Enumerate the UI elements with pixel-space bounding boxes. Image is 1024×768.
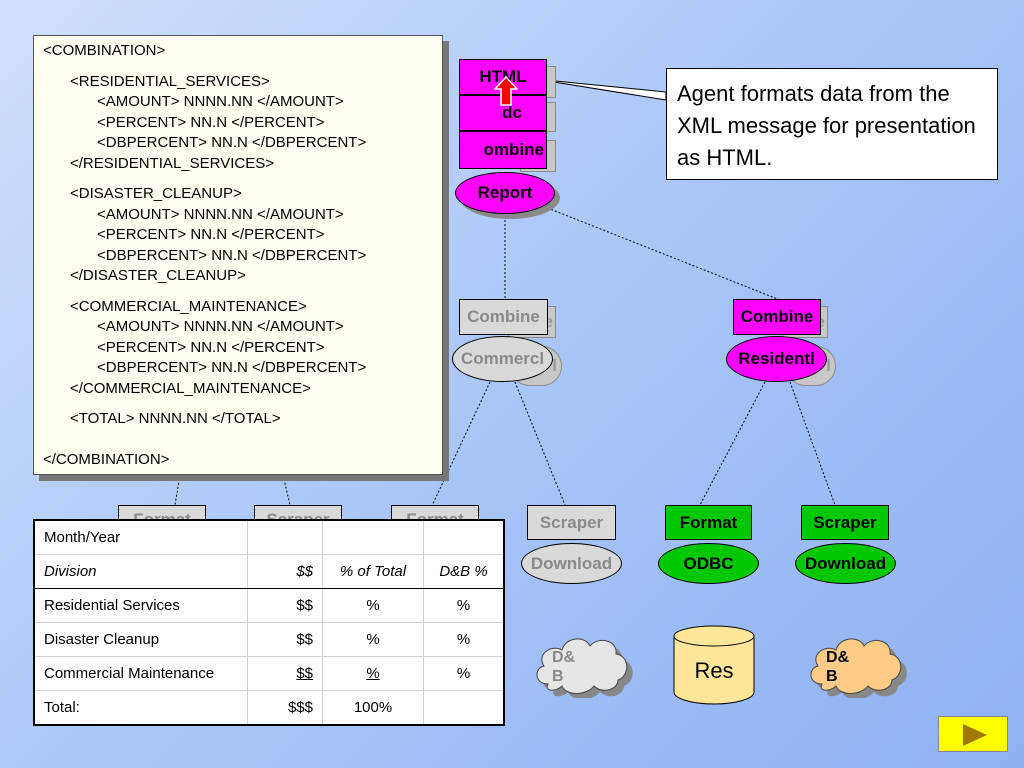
table-cell: 100% <box>322 690 424 726</box>
residential-format-box[interactable]: Format <box>665 505 752 540</box>
commercial-combine-label: Combine <box>467 307 540 326</box>
table-cell: % <box>423 588 505 623</box>
xml-line: <PERCENT> NN.N </PERCENT> <box>97 113 325 131</box>
dc-label: dc <box>502 103 522 122</box>
column-header: $$ <box>247 554 323 589</box>
xml-message-panel: <COMBINATION> <RESIDENTIAL_SERVICES> <AM… <box>33 35 443 475</box>
xml-line: <RESIDENTIAL_SERVICES> <box>70 72 270 90</box>
table-cell: Residential Services <box>33 588 248 623</box>
commercial-scraper-box[interactable]: Scraper <box>527 505 616 540</box>
table-cell: $$ <box>247 622 323 657</box>
table-cell: $$ <box>247 588 323 623</box>
column-header: D&B % <box>423 554 505 589</box>
table-cell <box>423 690 505 726</box>
report-label: Report <box>477 183 533 202</box>
xml-line: <TOTAL> NNNN.NN </TOTAL> <box>70 410 281 427</box>
xml-line: </RESIDENTIAL_SERVICES> <box>70 154 274 172</box>
xml-line: <PERCENT> NN.N </PERCENT> <box>97 226 325 243</box>
table-cell: Commercial Maintenance <box>33 656 248 691</box>
residential-download-ellipse[interactable]: Download <box>795 543 896 584</box>
residential-scraper-box[interactable]: Scraper <box>801 505 889 540</box>
xml-line: </COMBINATION> <box>43 450 170 468</box>
residential-combine-box[interactable]: Combine <box>733 299 821 335</box>
xml-line: <DBPERCENT> NN.N </DBPERCENT> <box>97 246 367 264</box>
xml-line: <COMBINATION> <box>43 42 166 59</box>
up-arrow-icon <box>494 76 518 106</box>
xml-line: <DISASTER_CLEANUP> <box>70 185 242 202</box>
month-year-cell: Month/Year <box>33 519 248 555</box>
column-header: Division <box>33 554 248 589</box>
table-row: Month/Year <box>33 519 505 555</box>
res-database-cylinder <box>673 625 755 705</box>
dnb-cloud-residential <box>810 638 907 698</box>
xml-line: <AMOUNT> NNNN.NN </AMOUNT> <box>97 318 344 335</box>
callout-text: Agent formats data from the XML message … <box>677 81 976 170</box>
table-cell: % <box>423 622 505 657</box>
commercial-download-ellipse[interactable]: Download <box>521 543 622 584</box>
table-cell: Disaster Cleanup <box>33 622 248 657</box>
xml-line: <AMOUNT> NNNN.NN </AMOUNT> <box>97 93 344 110</box>
callout-box: Agent formats data from the XML message … <box>666 68 998 180</box>
division-summary-table: Month/Year Division $$ % of Total D&B % … <box>33 519 505 726</box>
residentl-label: Residentl <box>738 349 815 368</box>
dnb-cloud-commercial-label: D& B <box>552 649 576 685</box>
report-ellipse[interactable]: Report <box>455 172 555 214</box>
commercial-combine-box[interactable]: Combine <box>459 299 548 335</box>
residentl-ellipse[interactable]: Residentl <box>726 336 827 382</box>
table-row: Residential Services $$ % % <box>33 588 505 623</box>
dnb-cloud-commercial <box>536 638 633 698</box>
xml-line: </COMMERCIAL_MAINTENANCE> <box>70 379 311 397</box>
combine-label-top: ombine <box>483 140 544 159</box>
table-cell: % <box>366 665 380 682</box>
commercl-ellipse[interactable]: Commercl <box>452 336 553 382</box>
table-cell: Total: <box>33 690 248 726</box>
commercl-label: Commercl <box>460 349 545 368</box>
play-triangle-icon <box>963 724 987 746</box>
xml-line: <DBPERCENT> NN.N </DBPERCENT> <box>97 134 367 151</box>
xml-line: </DISASTER_CLEANUP> <box>70 267 246 284</box>
xml-line: <DBPERCENT> NN.N </DBPERCENT> <box>97 359 367 376</box>
residential-combine-label: Combine <box>740 307 814 326</box>
odbc-ellipse[interactable]: ODBC <box>658 543 759 584</box>
dnb-cloud-residential-label: D& B <box>826 649 850 685</box>
table-cell: $$ <box>296 665 313 682</box>
table-cell: % <box>322 622 424 657</box>
next-slide-button[interactable] <box>938 716 1008 752</box>
table-cell: % <box>322 588 424 623</box>
xml-line: <COMMERCIAL_MAINTENANCE> <box>70 297 307 315</box>
table-header-row: Division $$ % of Total D&B % <box>33 554 505 589</box>
combine-box-top[interactable]: ombine <box>459 131 547 169</box>
table-row: Disaster Cleanup $$ % % <box>33 622 505 657</box>
xml-line: <PERCENT> NN.N </PERCENT> <box>97 338 325 356</box>
table-row: Commercial Maintenance $$ % % <box>33 656 505 691</box>
html-label: HTML <box>479 67 527 86</box>
xml-line: <AMOUNT> NNNN.NN </AMOUNT> <box>97 205 344 223</box>
table-cell: $$$ <box>247 690 323 726</box>
table-cell: % <box>423 656 505 691</box>
column-header: % of Total <box>322 554 424 589</box>
table-total-row: Total: $$$ 100% <box>33 690 505 726</box>
res-label: Res <box>694 658 734 683</box>
